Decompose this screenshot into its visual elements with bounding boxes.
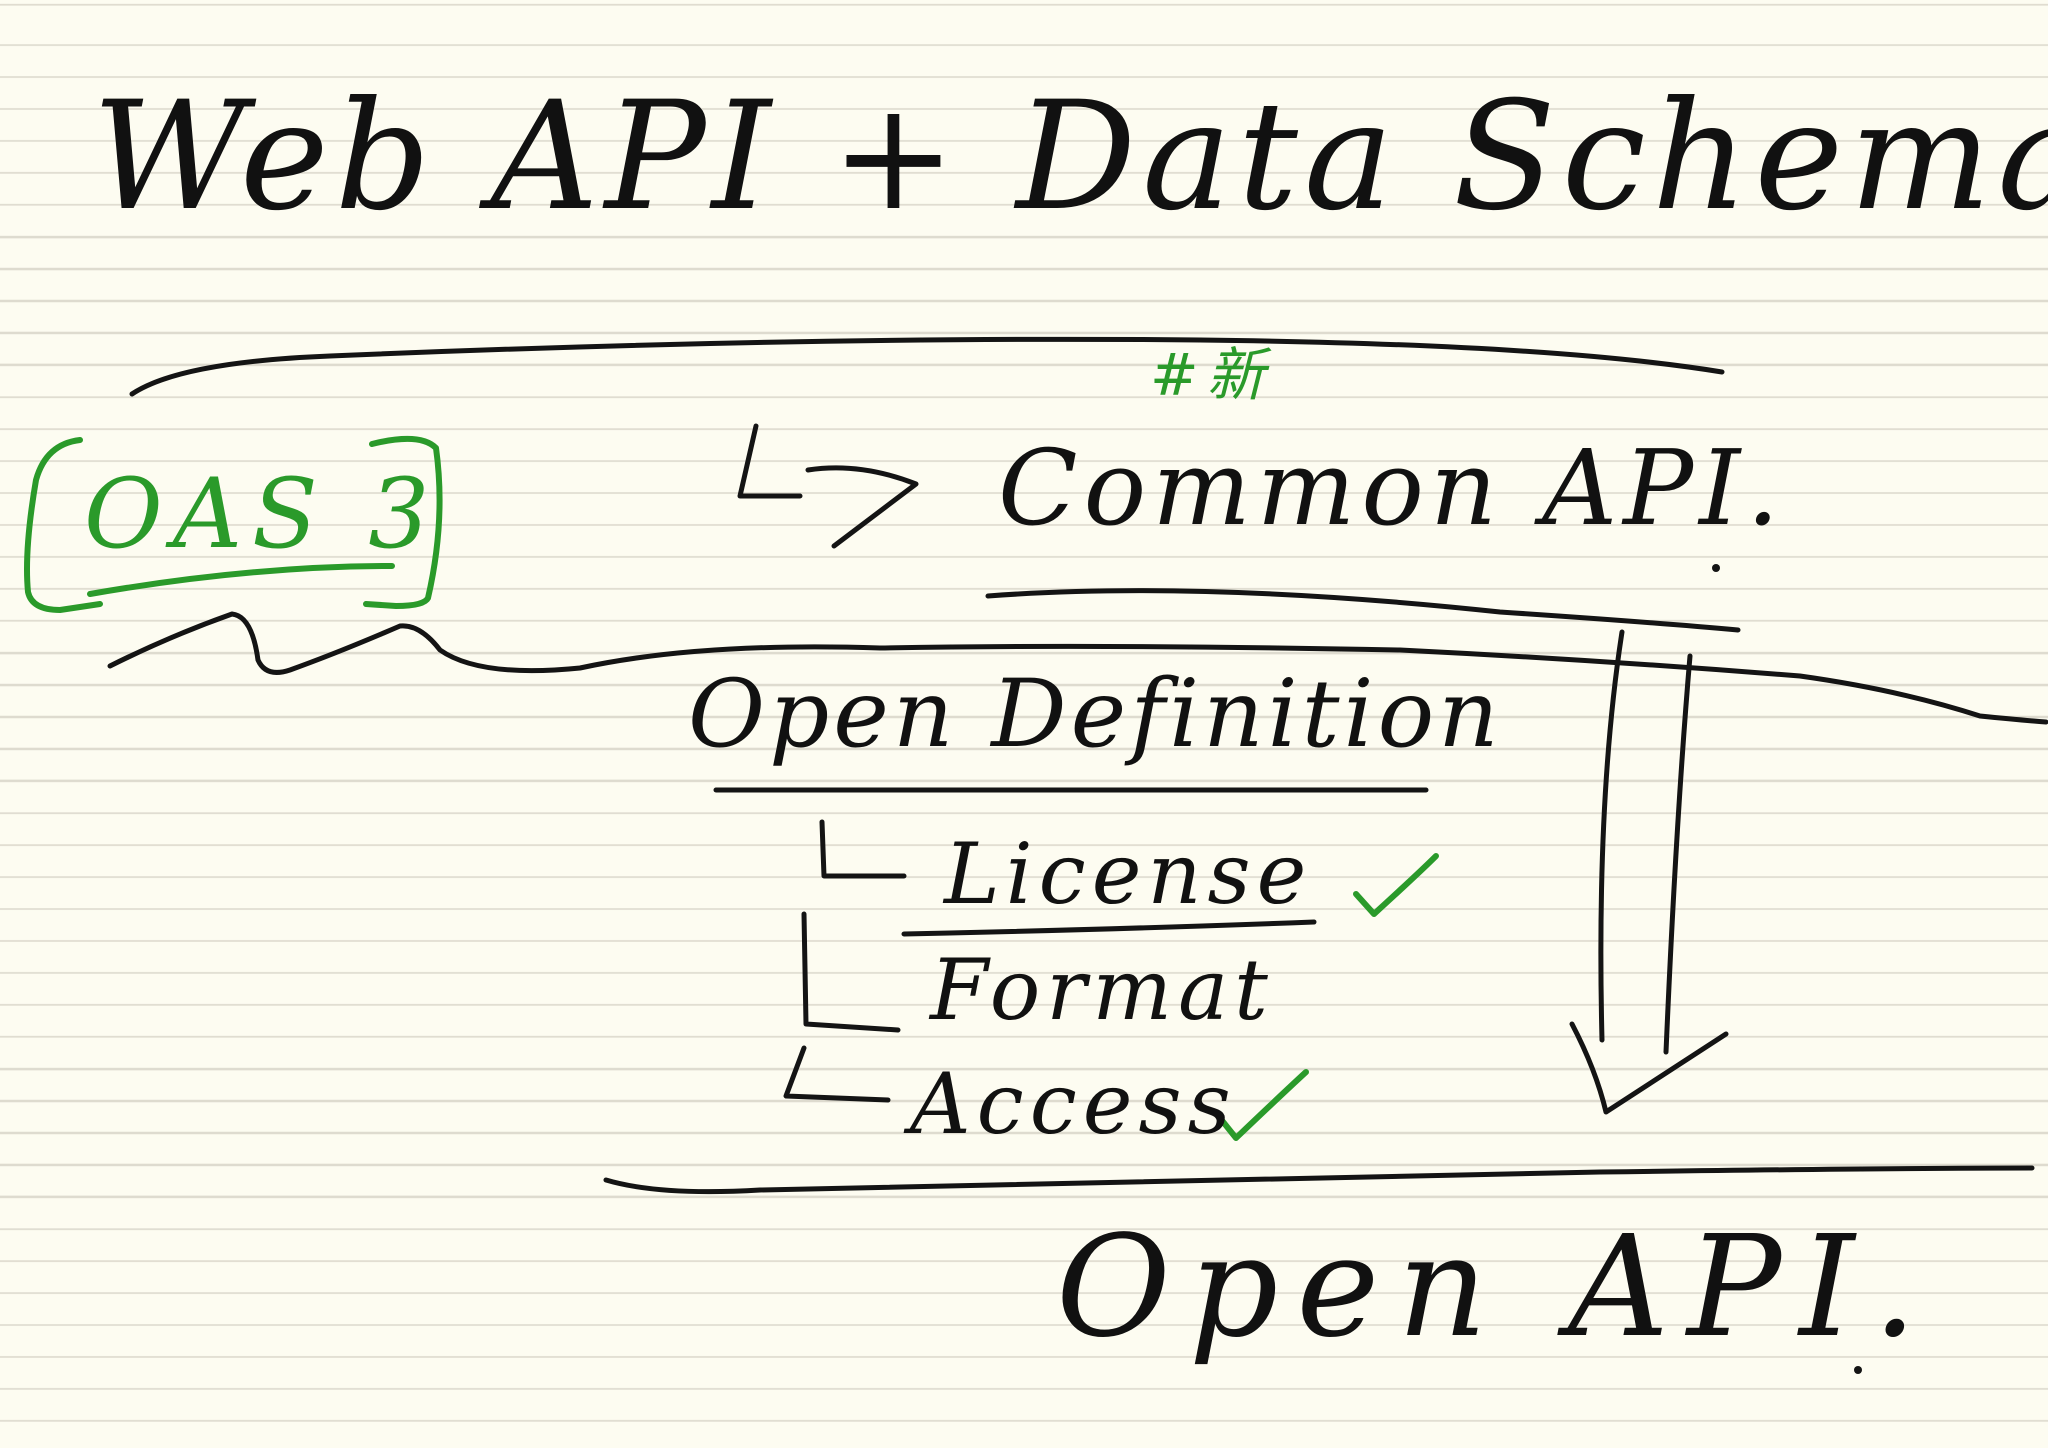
item-access: Access — [910, 1055, 1237, 1153]
boundary-wave — [107, 611, 2048, 725]
branch-access — [783, 1045, 891, 1103]
down-arrow-right-shaft — [1663, 653, 1693, 1055]
common-api-label: Common API. — [998, 427, 1786, 549]
common-api-dot — [1712, 564, 1720, 572]
open-definition-label: Open Definition — [688, 660, 1503, 769]
oas3-badge: OAS 3 — [84, 458, 440, 570]
green-annotation: #新 — [1150, 341, 1273, 409]
item-license: License — [944, 825, 1313, 923]
item-format: Format — [930, 941, 1274, 1039]
oas-bracket-right — [363, 435, 443, 609]
diagram-title: Web API + Data Schema — [92, 70, 2048, 244]
down-arrow-head — [1569, 1021, 1729, 1115]
license-check-icon — [1353, 853, 1439, 917]
open-api-label: Open API. — [1056, 1206, 1936, 1369]
title-underline — [129, 336, 1725, 397]
down-arrow-left-shaft — [1598, 629, 1625, 1043]
oas-bracket-left — [24, 437, 103, 613]
access-check-icon — [1217, 1069, 1309, 1141]
license-underline — [901, 919, 1317, 937]
common-api-arrow — [737, 423, 919, 549]
oas-underline — [87, 563, 395, 597]
branch-license — [819, 819, 907, 879]
branch-format — [801, 911, 901, 1033]
common-api-underline — [985, 588, 1741, 633]
open-api-dot — [1854, 1366, 1862, 1374]
open-api-boundary — [603, 1165, 2035, 1195]
